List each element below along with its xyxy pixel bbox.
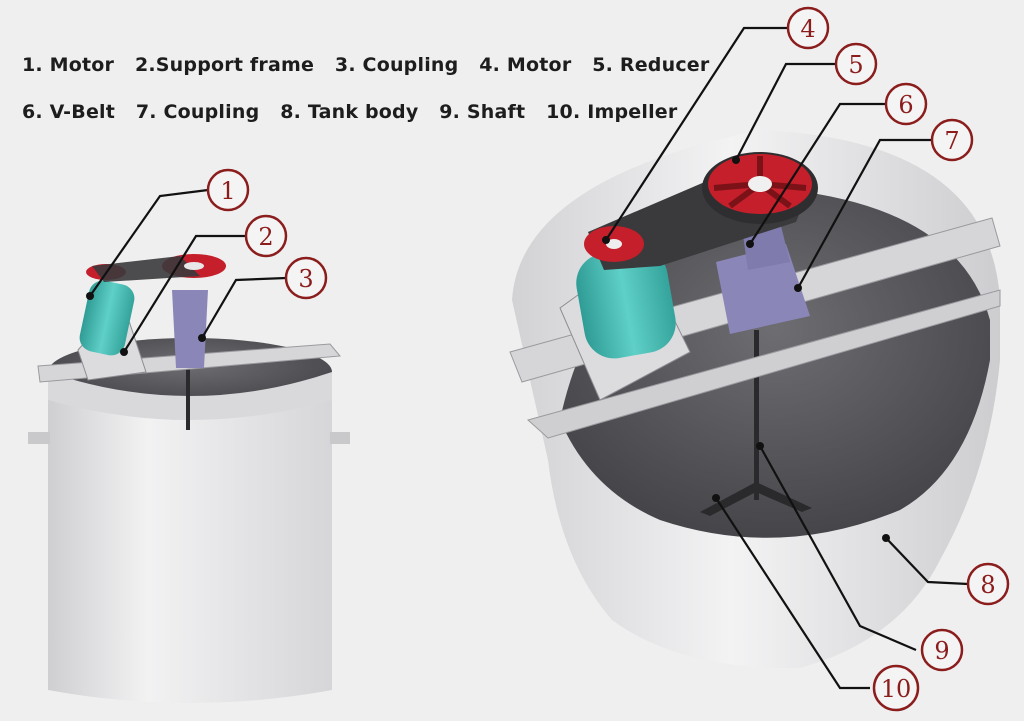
small-v-belt xyxy=(92,256,200,282)
svg-text:8: 8 xyxy=(980,571,995,599)
svg-text:9: 9 xyxy=(934,637,949,665)
large-motor-pulley-hub xyxy=(606,239,622,249)
legend-item-motor-1: 1. Motor xyxy=(22,54,115,76)
callout-3: 3 xyxy=(284,256,328,300)
callout-1: 1 xyxy=(206,168,250,212)
legend-item-coupling-7: 7. Coupling xyxy=(135,101,260,123)
callout-4: 4 xyxy=(786,6,830,50)
callout-dots xyxy=(86,156,890,542)
legend-item-coupling-3: 3. Coupling xyxy=(334,54,459,76)
legend-item-support-frame: 2.Support frame xyxy=(134,54,315,76)
small-tank-body xyxy=(48,372,332,703)
callout-2: 2 xyxy=(244,214,288,258)
legend-item-shaft: 9. Shaft xyxy=(439,101,526,123)
callout-badges: 1 2 3 4 5 6 7 xyxy=(206,6,1010,712)
legend-item-tank-body: 8. Tank body xyxy=(280,101,419,123)
svg-text:5: 5 xyxy=(848,51,863,79)
svg-text:6: 6 xyxy=(898,91,913,119)
callout-9: 9 xyxy=(920,628,964,672)
legend-row-2: 6. V-Belt 7. Coupling 8. Tank body 9. Sh… xyxy=(22,89,723,136)
callout-10: 10 xyxy=(872,664,920,712)
legend-item-impeller: 10. Impeller xyxy=(546,101,678,123)
large-coupling xyxy=(716,244,810,334)
legend-item-motor-4: 4. Motor xyxy=(479,54,572,76)
small-shaft xyxy=(186,360,190,430)
callout-8: 8 xyxy=(966,562,1010,606)
small-tank-lug-left xyxy=(28,432,50,444)
svg-text:3: 3 xyxy=(298,265,313,293)
legend-item-reducer: 5. Reducer xyxy=(592,54,710,76)
callout-6: 6 xyxy=(884,82,928,126)
svg-text:2: 2 xyxy=(258,223,273,251)
large-tank xyxy=(509,130,1001,669)
large-pulley-hub xyxy=(748,176,772,192)
callout-lines xyxy=(89,26,969,690)
svg-text:1: 1 xyxy=(220,177,235,205)
small-coupling xyxy=(172,290,208,368)
svg-text:4: 4 xyxy=(800,15,815,43)
small-tank-lug-right xyxy=(330,432,350,444)
svg-text:10: 10 xyxy=(881,675,912,703)
large-shaft xyxy=(754,330,759,500)
callout-5: 5 xyxy=(834,42,878,86)
small-pulley-hub xyxy=(184,262,204,270)
large-motor xyxy=(576,247,676,359)
parts-legend: 1. Motor 2.Support frame 3. Coupling 4. … xyxy=(22,42,723,136)
legend-item-v-belt: 6. V-Belt xyxy=(22,101,116,123)
callout-7: 7 xyxy=(930,118,974,162)
small-motor xyxy=(79,280,135,356)
small-tank xyxy=(28,254,350,703)
svg-text:7: 7 xyxy=(944,127,959,155)
large-support-beam-bottom xyxy=(526,289,1001,439)
legend-row-1: 1. Motor 2.Support frame 3. Coupling 4. … xyxy=(22,42,723,89)
